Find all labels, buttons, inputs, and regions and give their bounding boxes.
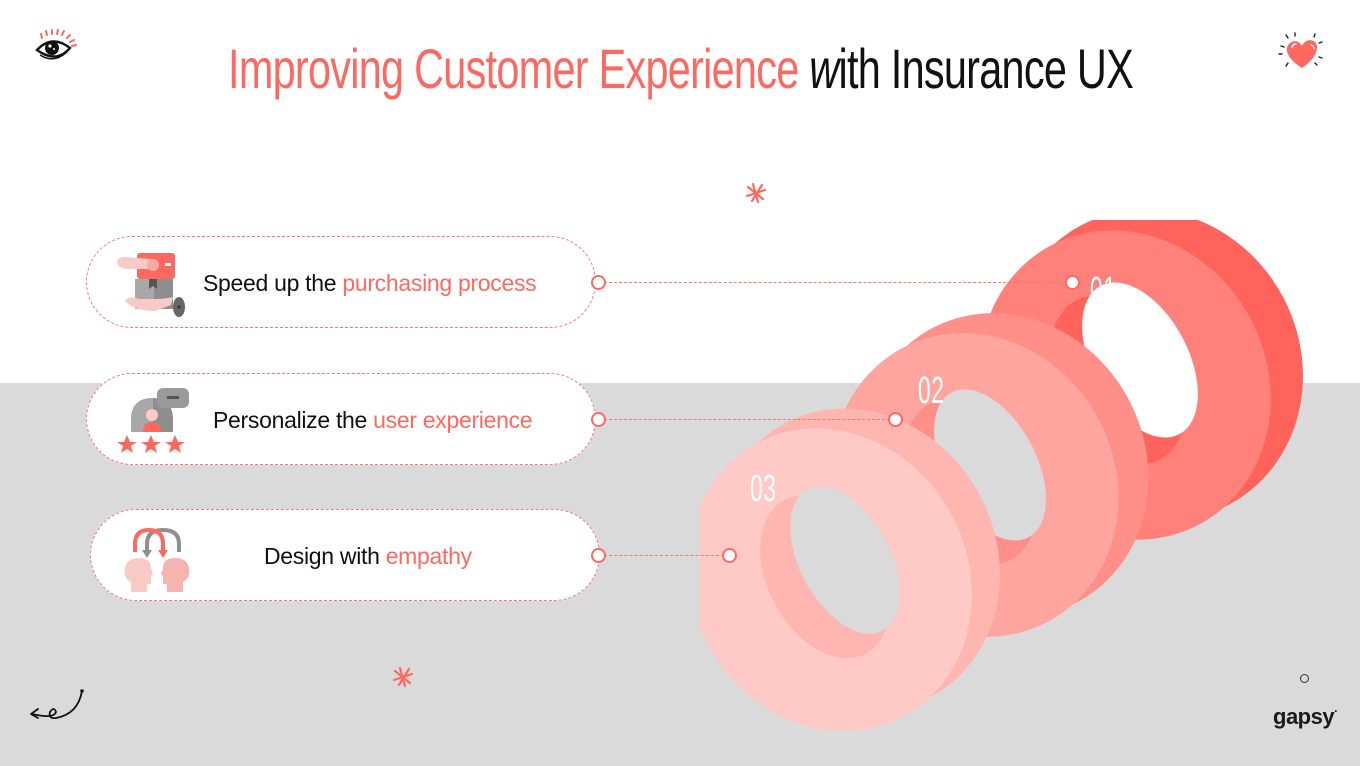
feature-text-highlight: user experience — [373, 407, 533, 433]
connector-dot-start-03 — [591, 548, 606, 563]
asterisk-icon — [392, 666, 414, 688]
connector-dot-start-01 — [591, 275, 606, 290]
feature-text-plain: Speed up the — [203, 270, 343, 296]
empathy-heads-icon — [124, 527, 190, 592]
feature-text-01: Speed up the purchasing process — [203, 237, 537, 329]
page-title: Improving Customer Experience with Insur… — [177, 32, 1183, 106]
payment-handoff-icon — [117, 253, 185, 317]
logo-text: gapsy — [1273, 704, 1335, 729]
feature-text-03: Design with empathy — [264, 510, 472, 602]
connector-dot-end-02 — [888, 412, 903, 427]
ring-number-02: 02 — [918, 370, 945, 412]
feature-text-plain: Design with — [264, 543, 386, 569]
title-w-letter: w — [809, 37, 839, 100]
rings-illustration — [700, 220, 1303, 730]
connector-dot-start-02 — [591, 412, 606, 427]
logo-mark: · — [1334, 704, 1338, 718]
connector-dot-end-03 — [722, 548, 737, 563]
asterisk-icon — [745, 182, 767, 204]
feature-card-02: Personalize the user experience — [86, 373, 596, 465]
small-circle-decoration — [1300, 674, 1309, 683]
connector-line-01 — [604, 282, 1066, 283]
feature-text-02: Personalize the user experience — [213, 374, 533, 466]
ring-number-01: 01 — [1090, 270, 1117, 312]
feature-text-highlight: purchasing process — [342, 270, 537, 296]
feature-text-highlight: empathy — [385, 543, 472, 569]
ring-number-03: 03 — [750, 468, 777, 510]
ring-03 — [700, 408, 1000, 730]
user-rating-icon — [117, 388, 189, 453]
title-dark-part: ith Insurance UX — [838, 37, 1133, 100]
connector-dot-end-01 — [1065, 275, 1080, 290]
feature-card-01: Speed up the purchasing process — [86, 236, 596, 328]
feature-text-plain: Personalize the — [213, 407, 374, 433]
gapsy-logo: gapsy· — [1273, 704, 1338, 730]
connector-line-02 — [604, 419, 890, 420]
feature-card-03: Design with empathy — [90, 509, 600, 601]
connector-line-03 — [604, 555, 724, 556]
curly-arrow-icon — [30, 689, 84, 720]
heart-icon — [1278, 32, 1323, 68]
eye-icon — [35, 29, 77, 60]
title-accent-part: Improving Customer Experience — [228, 37, 810, 100]
